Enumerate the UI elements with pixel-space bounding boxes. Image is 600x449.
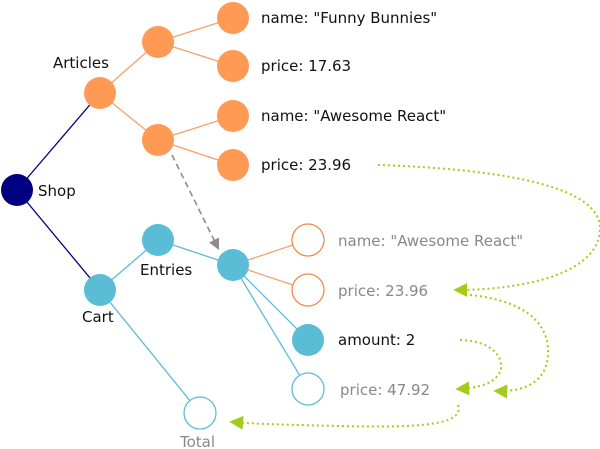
node-entry-total-price xyxy=(291,372,325,406)
label-entry-amount: amount: 2 xyxy=(338,331,415,349)
edge-entry-amount xyxy=(232,264,309,341)
tree-edges xyxy=(16,17,309,414)
arrow-article-to-entry xyxy=(171,154,220,251)
arrow-amount-to-total-price xyxy=(455,339,503,396)
label-total: Total xyxy=(179,433,215,449)
tree-nodes xyxy=(1,2,325,430)
edge-entry-total-price xyxy=(232,264,309,390)
label-article2-price: price: 23.96 xyxy=(261,156,351,174)
node-entry xyxy=(217,249,249,281)
label-entry-price: price: 23.96 xyxy=(338,282,428,300)
edge-cart-total xyxy=(99,289,201,414)
node-article1-name xyxy=(217,2,249,34)
tree-labels: Shop Articles Cart Entries Total name: "… xyxy=(38,9,523,449)
label-entries: Entries xyxy=(140,261,192,279)
label-article2-name: name: "Awesome React" xyxy=(261,107,446,125)
label-article1-price: price: 17.63 xyxy=(261,57,351,75)
node-shop xyxy=(1,174,33,206)
node-cart xyxy=(84,274,116,306)
node-article1 xyxy=(142,26,174,58)
node-total xyxy=(183,396,217,430)
node-article2 xyxy=(142,124,174,156)
node-articles xyxy=(84,77,116,109)
label-shop: Shop xyxy=(38,182,76,200)
node-entry-name xyxy=(291,223,325,257)
label-articles: Articles xyxy=(53,54,109,72)
arrow-total-price-to-total xyxy=(229,404,460,430)
label-entry-total-price: price: 47.92 xyxy=(340,381,430,399)
label-article1-name: name: "Funny Bunnies" xyxy=(261,9,437,27)
label-cart: Cart xyxy=(82,308,114,326)
node-entry-amount xyxy=(292,324,324,356)
node-article1-price xyxy=(217,50,249,82)
label-entry-name: name: "Awesome React" xyxy=(338,232,523,250)
node-article2-name xyxy=(217,100,249,132)
edge-shop-cart xyxy=(16,189,101,291)
node-entry-price xyxy=(291,273,325,307)
edge-shop-articles xyxy=(16,92,101,191)
node-entries xyxy=(142,224,174,256)
reference-arrows xyxy=(171,154,600,430)
arrow-price-to-entry-price xyxy=(377,164,600,297)
node-article2-price xyxy=(217,149,249,181)
